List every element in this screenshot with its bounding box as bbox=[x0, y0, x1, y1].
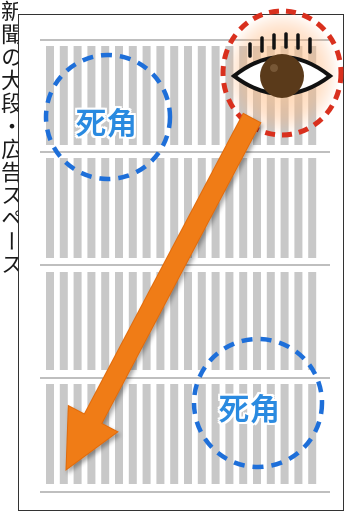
column-bar bbox=[142, 384, 151, 484]
column-bar bbox=[184, 46, 192, 145]
column-bar bbox=[128, 272, 137, 370]
column-bar bbox=[59, 384, 68, 484]
blind-spot-label-top: 死角 bbox=[76, 107, 138, 142]
column-bar bbox=[197, 384, 206, 484]
column-bar bbox=[128, 158, 137, 258]
column-bar bbox=[156, 158, 165, 258]
column-bar bbox=[156, 384, 165, 484]
column-bar bbox=[294, 272, 303, 370]
column-bar bbox=[87, 46, 96, 145]
column-bar bbox=[266, 384, 275, 484]
column-bar bbox=[170, 46, 179, 145]
column-bar bbox=[73, 272, 82, 370]
column-bar bbox=[73, 46, 82, 145]
column-bar bbox=[46, 384, 54, 484]
column-bar bbox=[156, 46, 165, 145]
column-bar bbox=[115, 384, 123, 484]
column-bar bbox=[294, 158, 303, 258]
column-bar bbox=[308, 272, 317, 370]
column-bar bbox=[294, 384, 303, 484]
column-bar bbox=[87, 272, 96, 370]
side-caption: 新聞の大段・広告スペース bbox=[0, 0, 18, 276]
column-bar bbox=[225, 158, 234, 258]
column-bar bbox=[170, 384, 179, 484]
column-bar bbox=[280, 158, 289, 258]
column-bar bbox=[225, 384, 234, 484]
column-bar bbox=[46, 158, 54, 258]
blind-spot-circle-top-left bbox=[43, 52, 173, 182]
column-bar bbox=[184, 158, 192, 258]
column-bar bbox=[59, 158, 68, 258]
column-bar bbox=[211, 46, 220, 145]
column-bar bbox=[59, 46, 68, 145]
column-bar bbox=[115, 158, 123, 258]
column-bar bbox=[59, 272, 68, 370]
column-bar bbox=[128, 384, 137, 484]
column-bar bbox=[46, 272, 54, 370]
column-bar bbox=[170, 272, 179, 370]
column-bar bbox=[101, 272, 110, 370]
arrow-icon bbox=[65, 112, 262, 472]
column-bar bbox=[184, 384, 192, 484]
column-bar bbox=[156, 272, 165, 370]
column-bar bbox=[115, 272, 123, 370]
column-bar bbox=[308, 384, 317, 484]
eye-icon bbox=[230, 32, 334, 98]
column-bar bbox=[253, 384, 261, 484]
column-bar bbox=[73, 158, 82, 258]
column-bar bbox=[87, 158, 96, 258]
column-bar bbox=[197, 272, 206, 370]
column-bar bbox=[197, 46, 206, 145]
column-bar bbox=[225, 272, 234, 370]
blind-spot-label-bottom: 死角 bbox=[219, 393, 281, 428]
column-bar bbox=[170, 158, 179, 258]
eye-ring bbox=[220, 8, 344, 138]
column-bar bbox=[266, 272, 275, 370]
column-bar bbox=[101, 158, 110, 258]
column-bar bbox=[266, 158, 275, 258]
column-bar bbox=[280, 272, 289, 370]
eye-group bbox=[220, 8, 344, 138]
column-bar bbox=[308, 158, 317, 258]
column-bar bbox=[239, 384, 248, 484]
column-bar bbox=[280, 384, 289, 484]
column-bar bbox=[115, 46, 123, 145]
column-bar bbox=[253, 158, 261, 258]
column-bar bbox=[128, 46, 137, 145]
column-bar bbox=[239, 158, 248, 258]
column-bar bbox=[211, 272, 220, 370]
blind-spot-circle-bottom-right bbox=[191, 336, 325, 470]
column-bar bbox=[142, 46, 151, 145]
column-bar bbox=[101, 46, 110, 145]
column-bar bbox=[184, 272, 192, 370]
column-bar bbox=[142, 158, 151, 258]
column-bar bbox=[239, 272, 248, 370]
column-bar bbox=[253, 272, 261, 370]
column-bar bbox=[211, 384, 220, 484]
